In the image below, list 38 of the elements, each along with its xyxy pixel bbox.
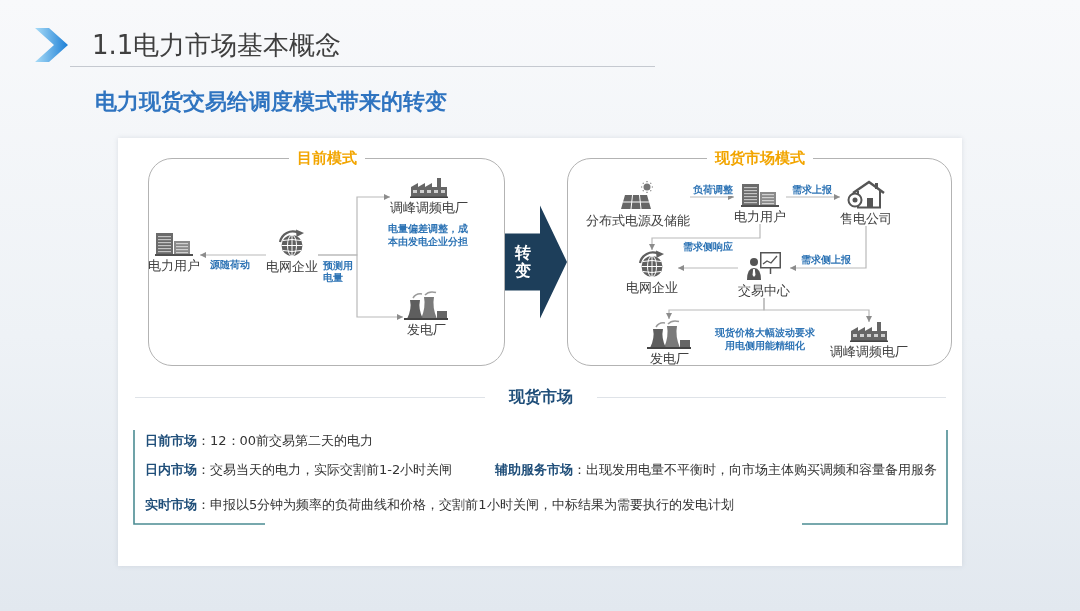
market-description: 实时市场：申报以5分钟为频率的负荷曲线和价格，交割前1小时关闸，中标结果为需要执行的发电计划 bbox=[145, 497, 734, 513]
panel-heading: 目前模式 bbox=[288, 149, 365, 167]
market-description: 辅助服务市场：出现发用电量不平衡时，向市场主体购买调频和容量备用服务 bbox=[495, 462, 937, 478]
edge-label: 转变 bbox=[514, 244, 531, 280]
node-label: 调峰调频电厂 bbox=[830, 344, 908, 359]
market-description: 日前市场：12：00前交易第二天的电力 bbox=[145, 433, 374, 449]
slide-title: 1.1电力市场基本概念 bbox=[92, 29, 342, 61]
node-label: 分布式电源及储能 bbox=[586, 213, 690, 228]
block-arrow bbox=[505, 205, 567, 319]
node-label: 电网企业 bbox=[626, 280, 678, 295]
edge-label: 预测用电量 bbox=[322, 260, 356, 284]
edge-label: 负荷调整 bbox=[692, 184, 734, 196]
connector-arrow bbox=[789, 225, 867, 271]
edge-label: 需求上报 bbox=[791, 184, 833, 196]
edge-label: 源随荷动 bbox=[209, 259, 251, 271]
connector-arrow bbox=[649, 223, 761, 251]
connector-arrow bbox=[689, 194, 735, 200]
node-label: 发电厂 bbox=[649, 351, 689, 366]
node-label: 电网企业 bbox=[266, 259, 318, 274]
connector-arrow bbox=[677, 265, 739, 271]
node-label: 售电公司 bbox=[840, 211, 892, 226]
section-heading: 现货市场 bbox=[508, 387, 573, 407]
node-label: 交易中心 bbox=[738, 283, 790, 298]
subtitle: 电力现货交易给调度模式带来的转变 bbox=[95, 89, 447, 115]
note-text: 现货价格大幅波动要求用电侧用能精细化 bbox=[714, 326, 816, 352]
connector-arrow bbox=[763, 297, 872, 323]
note-text: 电量偏差调整，成本由发电企业分担 bbox=[388, 222, 469, 248]
panel-heading: 现货市场模式 bbox=[706, 149, 813, 167]
connector-arrow bbox=[785, 194, 841, 200]
edge-label: 需求侧响应 bbox=[682, 241, 734, 253]
connector-arrow bbox=[199, 252, 267, 258]
market-description: 日内市场：交易当天的电力，实际交割前1-2小时关闸 bbox=[145, 462, 453, 478]
node-label: 发电厂 bbox=[406, 322, 446, 337]
node-label: 调峰调频电厂 bbox=[390, 200, 468, 215]
node-label: 电力用户 bbox=[734, 209, 786, 224]
edge-label: 需求侧上报 bbox=[800, 254, 852, 266]
node-label: 电力用户 bbox=[148, 258, 200, 273]
connector-arrow bbox=[317, 254, 404, 320]
